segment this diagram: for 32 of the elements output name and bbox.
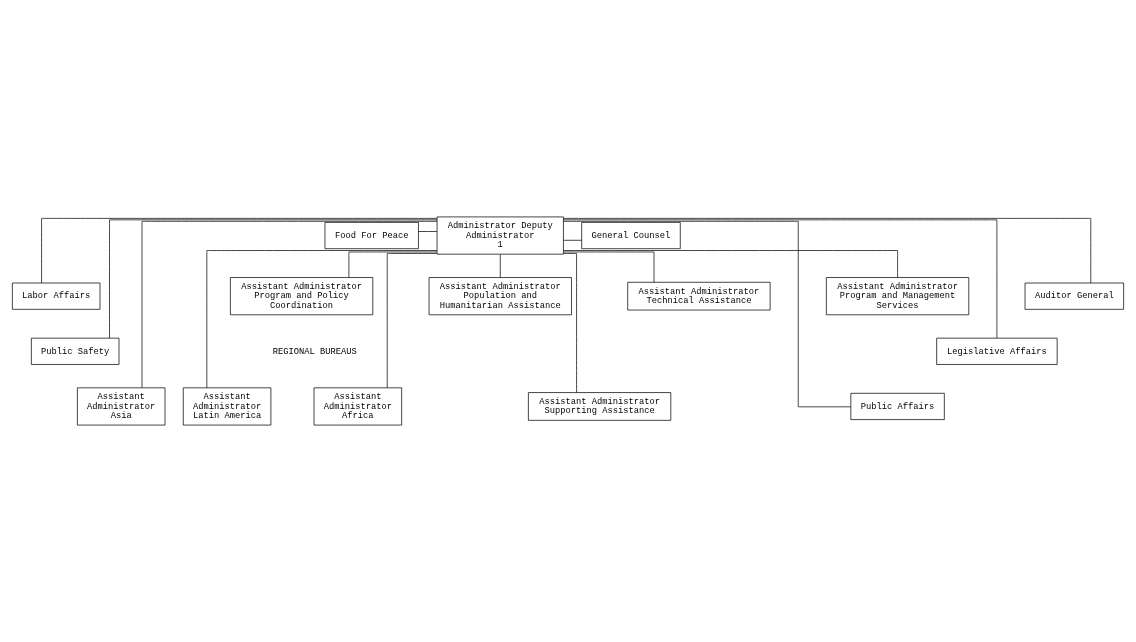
node-box: Legislative Affairs: [936, 337, 1058, 365]
node-box: Assistant Administrator Supporting Assistance: [528, 392, 672, 421]
connector: [563, 239, 582, 241]
connector: [563, 218, 1092, 284]
node-box: Assistant Administrator Program and Policy Coordination: [230, 277, 374, 316]
connector: [499, 254, 501, 278]
node-box: Public Safety: [31, 337, 120, 365]
node-box: Assistant Administrator Africa: [313, 387, 403, 426]
connector: [206, 250, 438, 388]
connector: [41, 218, 438, 284]
connector: [563, 250, 898, 278]
node-box: Assistant Administrator Population and Humanitarian Assistance: [428, 277, 572, 316]
connector: [109, 219, 438, 339]
node-box: Administrator Deputy Administrator 1: [436, 216, 564, 255]
connector: [563, 219, 998, 339]
node-box: General Counsel: [581, 222, 681, 250]
connector: [348, 251, 438, 278]
connector: [563, 220, 852, 408]
connector: [563, 251, 655, 283]
connector: [141, 220, 438, 389]
node-box: Assistant Administrator Asia: [77, 387, 166, 426]
connector: [418, 231, 438, 232]
node-box: Assistant Administrator Program and Management Services: [826, 277, 970, 316]
node-box: Public Affairs: [850, 392, 945, 420]
node-box: Labor Affairs: [12, 282, 101, 310]
node-box: Assistant Administrator Technical Assistance: [627, 281, 771, 311]
connector: [563, 253, 577, 393]
connector: [386, 253, 438, 389]
node-box: Food For Peace: [324, 222, 419, 250]
label: REGIONAL BUREAUS: [272, 346, 357, 357]
node-box: Auditor General: [1024, 282, 1124, 310]
node-box: Assistant Administrator Latin America: [182, 387, 272, 426]
